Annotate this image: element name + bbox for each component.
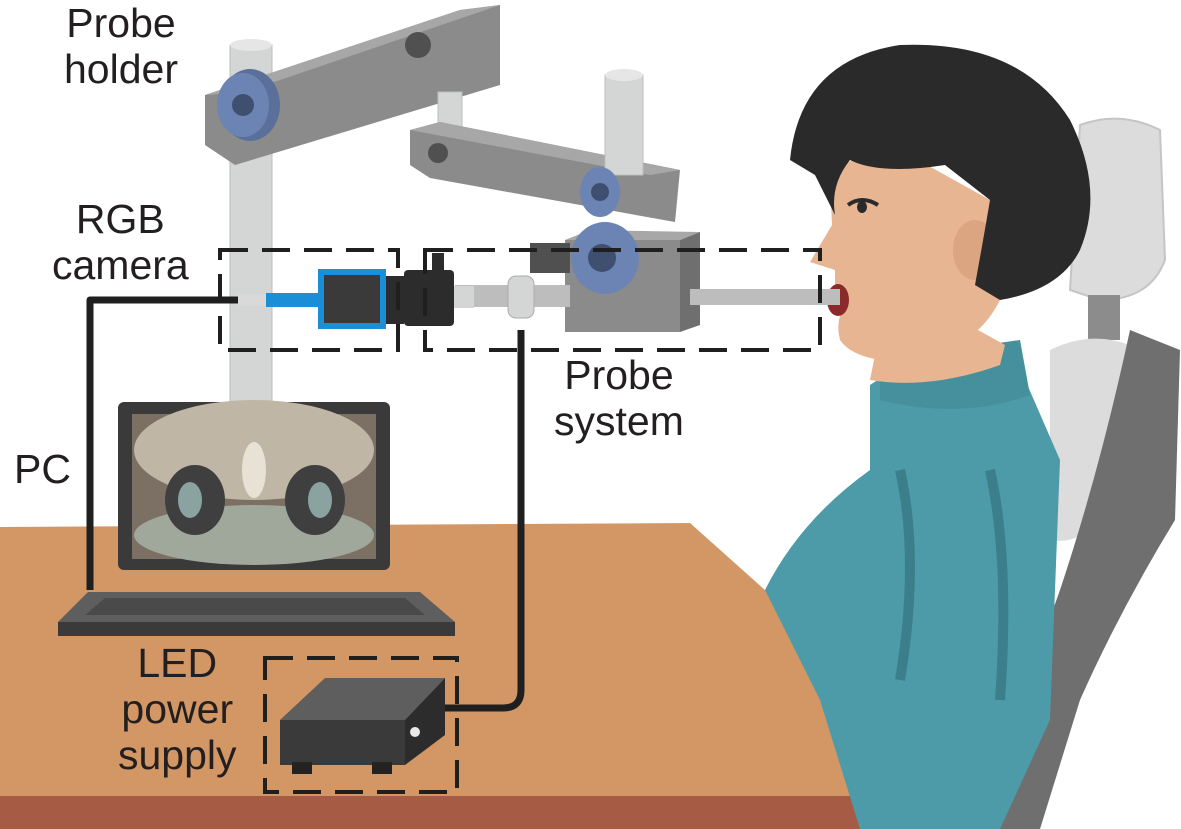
cables	[86, 296, 525, 712]
probe-system	[455, 222, 840, 332]
label-probe-holder-line2: holder	[64, 46, 178, 92]
label-led-line2: power	[121, 686, 234, 732]
label-probe-holder: Probe holder	[64, 0, 178, 92]
label-probe-system: Probe system	[554, 352, 684, 444]
camera-icon	[238, 253, 474, 329]
probe-holder-arm	[205, 5, 500, 165]
power-dashed-box	[263, 656, 459, 794]
label-probe-system-line1: Probe	[564, 352, 674, 398]
label-rgb-camera: RGB camera	[52, 196, 189, 288]
patient-figure	[765, 44, 1091, 829]
label-probe-holder-line1: Probe	[66, 0, 176, 46]
laptop-icon	[58, 400, 455, 636]
label-led-line1: LED	[137, 640, 218, 686]
label-probe-system-line2: system	[554, 398, 684, 444]
label-rgb-camera-line2: camera	[52, 242, 189, 288]
label-pc: PC	[14, 446, 71, 492]
probe-holder-arm-2	[410, 69, 680, 222]
label-led-power-supply: LED power supply	[118, 640, 237, 778]
probe-dashed-box	[423, 248, 822, 352]
label-rgb-camera-line1: RGB	[75, 196, 165, 242]
power-supply-icon	[280, 678, 445, 774]
label-led-line3: supply	[118, 732, 237, 778]
